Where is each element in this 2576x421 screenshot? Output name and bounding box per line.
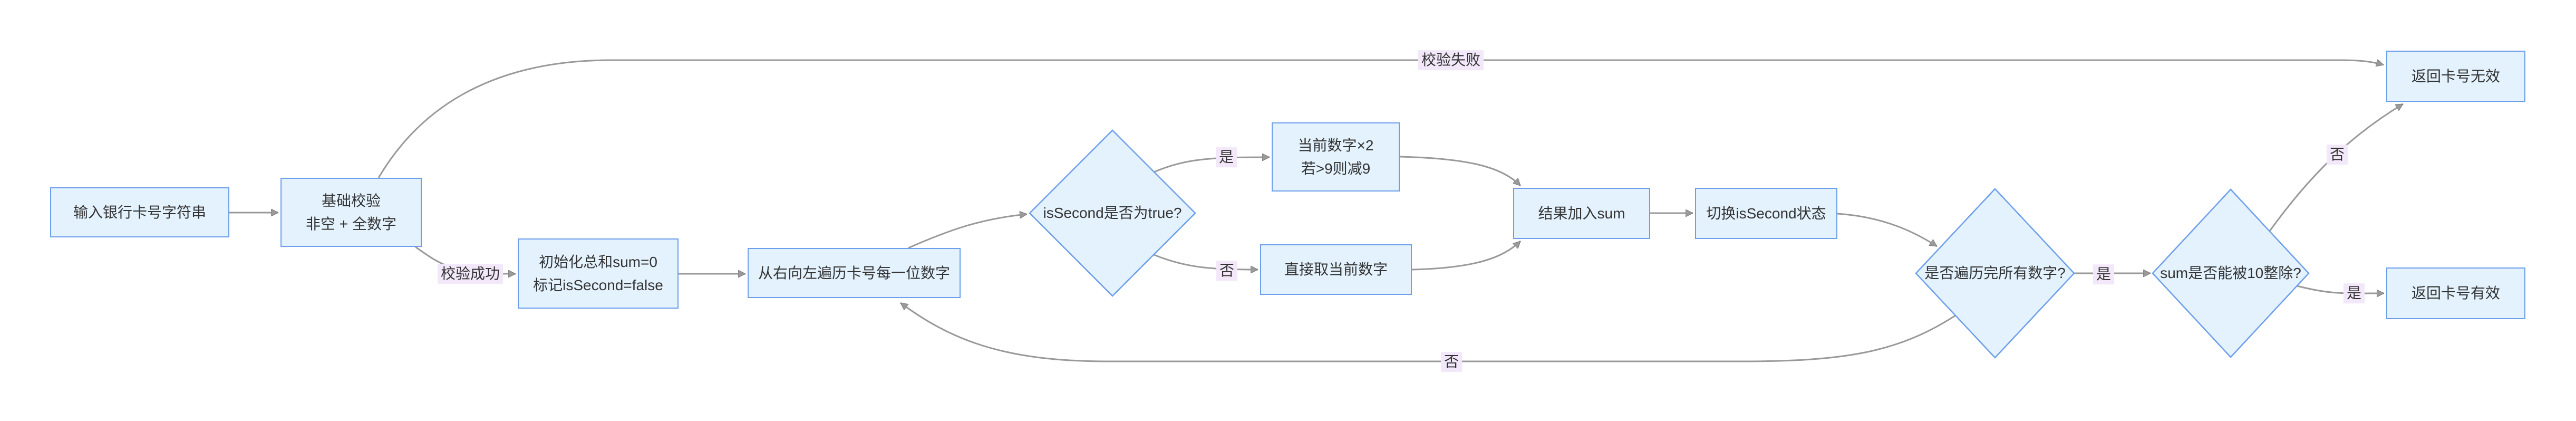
node-return-valid: 返回卡号有效 [2386, 267, 2525, 319]
node-basic-check: 基础校验 非空 + 全数字 [280, 178, 422, 247]
edge-label-no-loop: 否 [1440, 352, 1463, 372]
edge-take-to-addsum [1411, 240, 1522, 271]
node-add-sum: 结果加入sum [1513, 188, 1650, 239]
node-input: 输入银行卡号字符串 [50, 187, 229, 237]
edge-label-check-ok: 校验成功 [437, 264, 503, 284]
edge-label-yes-valid: 是 [2343, 283, 2365, 303]
edge-toggle-to-alldone [1837, 213, 1937, 247]
node-double-digit: 当前数字×2 若>9则减9 [1272, 122, 1400, 192]
edge-double-to-addsum [1399, 156, 1522, 187]
edge-label-no-take: 否 [1216, 261, 1238, 281]
decision-alldone-shape [1915, 188, 2075, 359]
edge-label-no-invalid: 否 [2326, 145, 2348, 165]
node-take-digit: 直接取当前数字 [1260, 244, 1412, 295]
decision-mod10-label: sum是否能被10整除? [2160, 265, 2301, 282]
edge-mod10-no [2269, 103, 2403, 232]
decision-issecond-shape [1029, 129, 1196, 297]
node-traverse: 从右向左遍历卡号每一位数字 [748, 248, 961, 298]
decision-mod10-shape [2152, 188, 2310, 358]
edge-label-check-fail: 校验失败 [1418, 50, 1484, 70]
edge-label-yes-done: 是 [2093, 264, 2115, 284]
edge-basic-check-fail [377, 60, 2384, 178]
decision-issecond-label: isSecond是否为true? [1043, 205, 1182, 222]
edge-label-yes-double: 是 [1215, 147, 1237, 167]
decision-alldone-label: 是否遍历完所有数字? [1924, 265, 2066, 282]
node-init: 初始化总和sum=0 标记isSecond=false [518, 238, 679, 309]
edge-alldone-no-loop [900, 302, 1956, 362]
node-toggle-issecond: 切换isSecond状态 [1695, 188, 1837, 239]
edge-issecond-no [1154, 254, 1258, 270]
node-return-invalid: 返回卡号无效 [2386, 51, 2525, 102]
edge-issecond-yes [1154, 157, 1270, 173]
edge-traverse-to-issecond [908, 214, 1027, 249]
edge-mod10-yes [2297, 285, 2384, 293]
